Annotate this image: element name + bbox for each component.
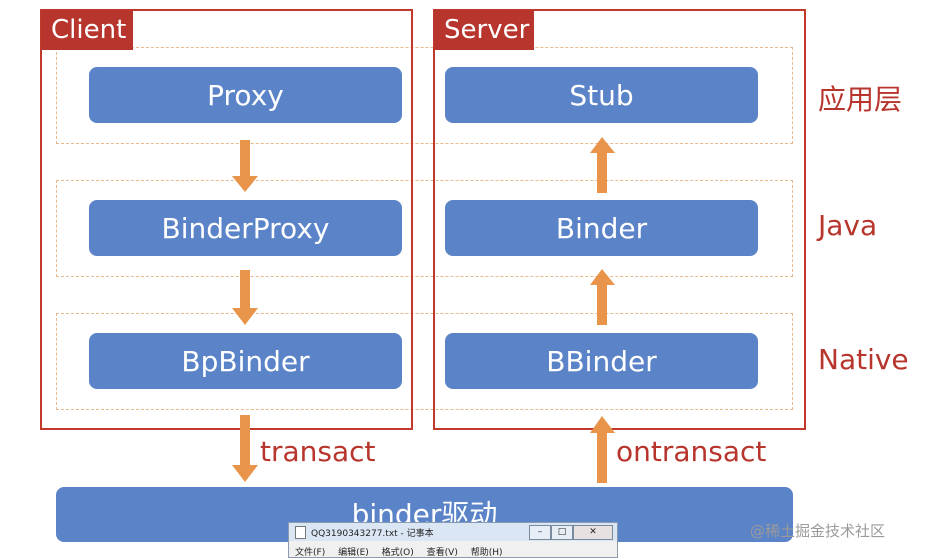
notepad-titlebar[interactable]: QQ3190343277.txt - 记事本 – □ ✕	[289, 523, 617, 541]
close-icon[interactable]: ✕	[573, 525, 613, 540]
menu-view[interactable]: 查看(V)	[426, 548, 458, 558]
minimize-icon[interactable]: –	[529, 525, 551, 540]
server-box-binder: Binder	[445, 200, 758, 256]
server-box-stub: Stub	[445, 67, 758, 123]
client-panel	[40, 9, 413, 430]
layer-band-app	[56, 47, 793, 144]
notepad-doc-icon	[295, 526, 306, 539]
arrow-up-icon	[590, 416, 615, 483]
server-panel	[433, 9, 806, 430]
menu-help[interactable]: 帮助(H)	[470, 548, 503, 558]
maximize-icon[interactable]: □	[551, 525, 573, 540]
menu-edit[interactable]: 编辑(E)	[338, 548, 369, 558]
menu-format[interactable]: 格式(O)	[381, 548, 414, 558]
menu-file[interactable]: 文件(F)	[295, 548, 326, 558]
layer-band-java	[56, 180, 793, 277]
arrow-down-icon	[232, 270, 258, 325]
layer-label-native: Native	[818, 343, 909, 376]
client-panel-label: Client	[41, 10, 133, 50]
arrow-up-icon	[590, 269, 615, 325]
client-box-binderproxy: BinderProxy	[89, 200, 402, 256]
arrow-down-icon	[232, 140, 258, 192]
ontransact-label: ontransact	[616, 435, 767, 468]
layer-label-app: 应用层	[818, 83, 903, 116]
arrow-down-icon	[232, 415, 258, 482]
notepad-window[interactable]: QQ3190343277.txt - 记事本 – □ ✕ 文件(F) 编辑(E)…	[288, 522, 618, 558]
notepad-menubar: 文件(F) 编辑(E) 格式(O) 查看(V) 帮助(H)	[295, 545, 513, 558]
watermark: @稀土掘金技术社区	[750, 522, 886, 540]
client-box-bpbinder: BpBinder	[89, 333, 402, 389]
transact-label: transact	[260, 435, 376, 468]
layer-label-java: Java	[818, 209, 878, 242]
notepad-title: QQ3190343277.txt - 记事本	[311, 529, 434, 539]
server-panel-label: Server	[434, 10, 534, 50]
client-box-proxy: Proxy	[89, 67, 402, 123]
layer-band-native	[56, 313, 793, 410]
arrow-up-icon	[590, 137, 615, 193]
server-box-bbinder: BBinder	[445, 333, 758, 389]
